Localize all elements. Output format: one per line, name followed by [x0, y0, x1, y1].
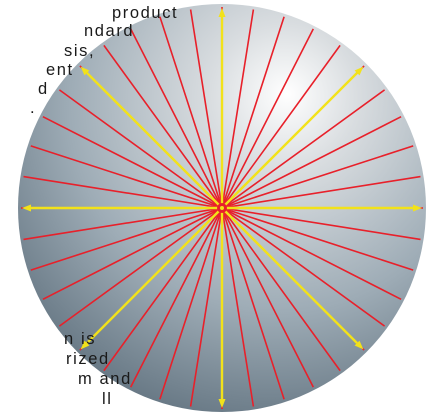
text-fragment-bottom-2: rized	[66, 350, 110, 369]
text-fragment-top-3: sis,	[64, 42, 95, 61]
text-fragment-top-1: product	[112, 4, 178, 23]
text-fragment-top-5: d	[38, 80, 49, 99]
text-fragment-bottom-4: ll	[102, 390, 113, 409]
text-fragment-bottom-3: m and	[78, 370, 132, 389]
text-fragment-top-2: ndard	[84, 22, 134, 41]
center-dot	[220, 206, 224, 210]
text-fragment-bottom-1: n is	[64, 330, 96, 349]
text-fragment-top-6: .	[30, 99, 36, 118]
text-fragment-top-4: ent	[46, 61, 74, 80]
